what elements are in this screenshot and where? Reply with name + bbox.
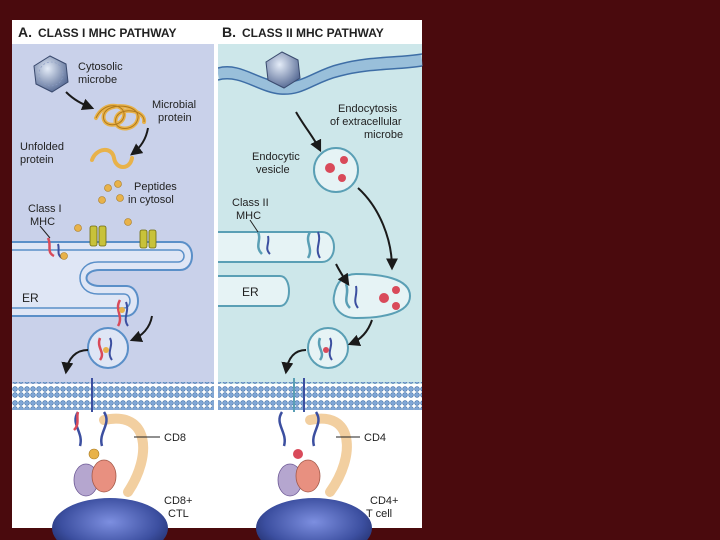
tap-transporter-icon xyxy=(89,225,157,249)
mhc-molecule-icon xyxy=(278,378,320,447)
er-membrane xyxy=(12,241,193,317)
arrow-a-1 xyxy=(65,91,95,111)
mhc-molecule-icon xyxy=(97,337,113,361)
label-microbial-protein: Microbial protein xyxy=(152,99,199,124)
arrow-b-3 xyxy=(335,263,350,286)
arrow-a-3 xyxy=(129,315,153,343)
unfolded-protein-icon xyxy=(90,148,134,169)
panel-separator xyxy=(214,20,218,528)
label-unfolded-protein: Unfolded protein xyxy=(20,141,67,166)
panel-a-title: CLASS I MHC PATHWAY xyxy=(38,26,176,40)
label-er-a: ER xyxy=(22,291,39,305)
fusing-vesicles xyxy=(332,272,412,320)
virus-icon xyxy=(33,55,69,93)
label-endocytic-vesicle: Endocytic vesicle xyxy=(252,151,303,176)
microbe-fragment-icon xyxy=(325,156,348,182)
panel-b-title: CLASS II MHC PATHWAY xyxy=(242,26,384,40)
tcr-icon xyxy=(277,449,321,497)
label-cd4: CD4 xyxy=(364,432,386,444)
arrow-b-1 xyxy=(295,111,322,153)
label-cd8: CD8 xyxy=(164,432,186,444)
panel-b: B. CLASS II MHC PATHWAY Endocytosis of e… xyxy=(216,24,423,410)
mhc-molecule-icon xyxy=(249,219,271,255)
label-peptides: Peptides in cytosol xyxy=(128,181,180,206)
mhc-molecule-icon xyxy=(73,378,108,447)
arrow-a-4 xyxy=(61,349,89,375)
cd8-coreceptor xyxy=(99,413,149,497)
arrow-b-5 xyxy=(281,349,307,375)
label-class-ii-mhc: Class II MHC xyxy=(232,197,272,222)
panel-b-title-letter: B. xyxy=(222,24,236,40)
label-cd8-ctl: CD8+ CTL xyxy=(164,495,196,520)
protein-coil-icon xyxy=(94,103,146,131)
mhc-molecule-icon xyxy=(306,231,321,259)
mhc-molecule-icon xyxy=(317,337,333,361)
endocytic-vesicle xyxy=(313,147,359,193)
plasma-membrane-b-top xyxy=(216,54,423,95)
cd4-coreceptor xyxy=(305,413,352,497)
tcr-icon xyxy=(73,448,117,497)
label-er-b: ER xyxy=(242,285,259,299)
plasma-membrane-a xyxy=(12,382,214,410)
label-endocytosis: Endocytosis of extracellular microbe xyxy=(330,103,405,141)
cd4-t-cell-body xyxy=(256,498,372,540)
panel-a-background xyxy=(12,44,214,384)
er-membrane-b xyxy=(218,231,335,263)
arrow-a-2 xyxy=(130,127,149,156)
label-cd4-tcell: CD4+ T cell xyxy=(366,495,402,520)
label-class-i-mhc: Class I MHC xyxy=(28,203,65,228)
cd8-ctl-interaction: CD8 CD8+ CTL xyxy=(52,378,196,540)
panel-b-background xyxy=(218,44,422,384)
panel-a-title-letter: A. xyxy=(18,24,32,40)
cd8-t-cell-body xyxy=(52,498,168,540)
mhc-molecule-icon xyxy=(116,299,129,327)
panel-a: A. CLASS I MHC PATHWAY Cytosolic microbe… xyxy=(12,24,214,410)
mhc-molecule-icon xyxy=(39,225,68,260)
plasma-membrane-b xyxy=(218,382,422,410)
arrow-b-4 xyxy=(347,319,373,347)
microbe-fragment-icon xyxy=(379,286,400,310)
mhc-molecule-icon xyxy=(344,283,359,309)
arrow-b-2 xyxy=(357,187,398,271)
virus-icon xyxy=(265,51,301,89)
label-cytosolic-microbe: Cytosolic microbe xyxy=(78,61,126,86)
cd4-tcell-interaction: CD4 CD4+ T cell xyxy=(256,378,402,540)
